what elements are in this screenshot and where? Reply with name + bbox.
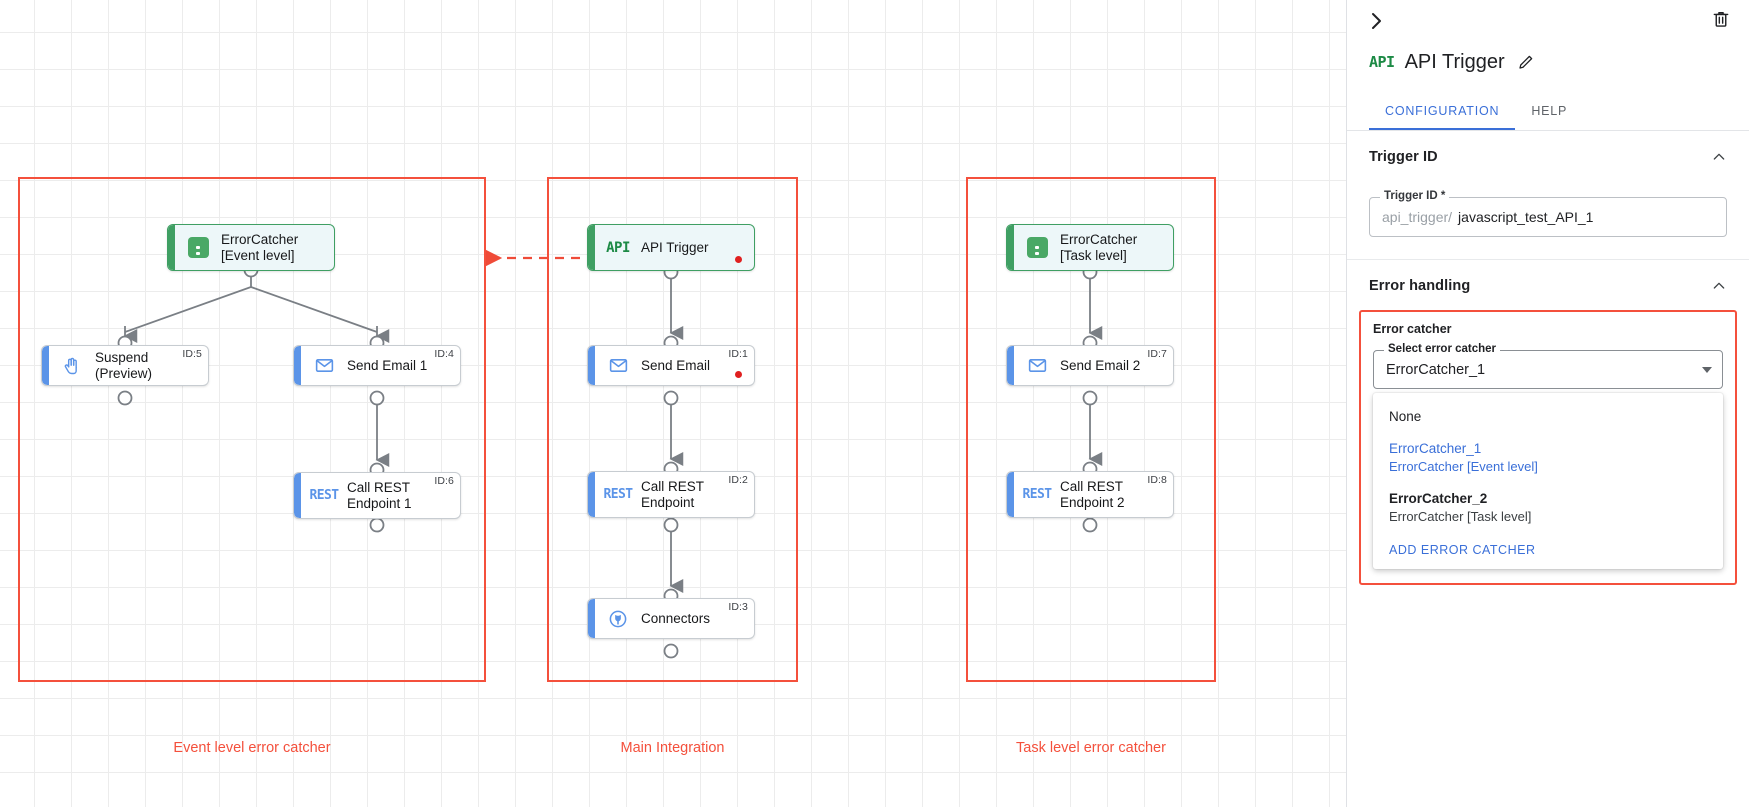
tab-configuration[interactable]: CONFIGURATION [1369,96,1516,130]
node-connectors[interactable]: Connectors ID:3 [587,598,755,639]
dropdown-option-errorcatcher-2[interactable]: ErrorCatcher_2 ErrorCatcher [Task level] [1373,483,1723,533]
node-accent-bar [168,225,175,270]
node-label: ErrorCatcher [Event level] [221,232,299,263]
config-panel: API API Trigger CONFIGURATION HELP Trigg… [1346,0,1749,807]
node-call-rest-endpoint-1[interactable]: REST Call REST Endpoint 1 ID:6 [293,472,461,519]
select-error-catcher-legend: Select error catcher [1384,343,1501,355]
pencil-icon[interactable] [1517,53,1535,71]
node-label: Call REST Endpoint [641,479,705,510]
node-label: Suspend (Preview) [95,350,153,381]
node-call-rest-endpoint[interactable]: REST Call REST Endpoint ID:2 [587,471,755,518]
error-catcher-icon [185,235,211,261]
section-header-error-handling[interactable]: Error handling [1347,260,1749,308]
chevron-right-icon[interactable] [1363,8,1389,34]
envelope-icon [605,353,631,379]
node-api-trigger[interactable]: API API Trigger [587,224,755,271]
api-icon: API [606,239,630,256]
connector-icon [605,606,631,632]
chevron-up-icon[interactable] [1711,278,1727,294]
error-catcher-dropdown[interactable]: None ErrorCatcher_1 ErrorCatcher [Event … [1373,393,1723,569]
trigger-id-input[interactable]: Trigger ID * api_trigger/ javascript_tes… [1369,190,1727,237]
error-catcher-icon [1024,235,1050,261]
node-call-rest-endpoint-2[interactable]: REST Call REST Endpoint 2 ID:8 [1006,471,1174,518]
node-id-badge: ID:3 [728,601,748,613]
node-send-email-1[interactable]: Send Email 1 ID:4 [293,345,461,386]
rest-icon: REST [1022,487,1053,502]
chevron-up-icon[interactable] [1711,149,1727,165]
option-subtitle: ErrorCatcher [Event level] [1389,459,1538,475]
node-label: Connectors [641,610,711,626]
node-label: Send Email [641,357,711,373]
workflow-canvas[interactable]: Event level error catcher Main Integrati… [0,0,1346,807]
node-id-badge: ID:5 [182,348,202,360]
section-title: Trigger ID [1369,149,1438,165]
node-accent-bar [588,472,595,517]
node-accent-bar [294,346,301,385]
node-errorcatcher-task-level[interactable]: ErrorCatcher [Task level] [1006,224,1174,271]
node-label: Send Email 2 [1060,357,1141,373]
dropdown-option-errorcatcher-1[interactable]: ErrorCatcher_1 ErrorCatcher [Event level… [1373,433,1723,483]
group-box-event-level [18,177,486,682]
node-id-badge: ID:4 [434,348,454,360]
tab-help[interactable]: HELP [1531,104,1568,118]
node-send-email[interactable]: Send Email ID:1 [587,345,755,386]
node-label: API Trigger [641,239,709,255]
panel-tabs: CONFIGURATION HELP [1347,96,1749,131]
node-errorcatcher-event-level[interactable]: ErrorCatcher [Event level] [167,224,335,271]
rest-icon: REST [603,487,634,502]
node-id-badge: ID:6 [434,475,454,487]
trigger-id-field-wrap: Trigger ID * api_trigger/ javascript_tes… [1347,179,1749,260]
hand-icon [59,353,85,379]
group-label-event-level: Event level error catcher [173,740,331,756]
group-box-task-level [966,177,1216,682]
option-title: ErrorCatcher_2 [1389,490,1488,506]
chevron-down-icon[interactable] [1702,366,1712,373]
node-id-badge: ID:8 [1147,474,1167,486]
node-label: Call REST Endpoint 2 [1060,479,1125,510]
section-header-trigger-id[interactable]: Trigger ID [1347,131,1749,179]
option-subtitle: ErrorCatcher [Task level] [1389,509,1532,525]
node-label: Send Email 1 [347,357,428,373]
panel-topbar [1347,0,1749,42]
group-box-main-integration [547,177,798,682]
section-title: Error handling [1369,278,1471,294]
node-id-badge: ID:2 [728,474,748,486]
select-error-catcher-value: ErrorCatcher_1 [1386,361,1486,378]
envelope-icon [311,353,337,379]
option-title: None [1389,409,1422,424]
trigger-id-prefix: api_trigger/ [1382,209,1453,225]
dropdown-option-none[interactable]: None [1373,401,1723,433]
trash-icon[interactable] [1711,9,1733,31]
option-title: ErrorCatcher_1 [1389,441,1482,457]
group-label-main-integration: Main Integration [620,740,725,756]
node-accent-bar [588,599,595,638]
api-icon: API [1369,53,1395,71]
node-suspend[interactable]: Suspend (Preview) ID:5 [41,345,209,386]
error-indicator-dot [735,256,742,263]
error-indicator-dot [735,371,742,378]
trigger-id-value: javascript_test_API_1 [1458,209,1594,225]
node-send-email-2[interactable]: Send Email 2 ID:7 [1006,345,1174,386]
node-accent-bar [1007,225,1014,270]
node-accent-bar [294,473,301,518]
node-label: ErrorCatcher [Task level] [1060,232,1138,263]
node-label: Call REST Endpoint 1 [347,480,412,511]
envelope-icon [1024,353,1050,379]
node-accent-bar [1007,346,1014,385]
error-catcher-label: Error catcher [1373,322,1452,336]
node-accent-bar [588,346,595,385]
node-accent-bar [42,346,49,385]
rest-icon: REST [309,488,340,503]
select-error-catcher[interactable]: Select error catcher ErrorCatcher_1 [1373,343,1723,389]
node-accent-bar [588,225,595,270]
trigger-id-legend: Trigger ID * [1380,190,1450,202]
page-title: API Trigger [1404,50,1505,73]
node-id-badge: ID:7 [1147,348,1167,360]
node-accent-bar [1007,472,1014,517]
error-catcher-block: Error catcher Select error catcher Error… [1359,310,1737,585]
panel-title-row: API API Trigger [1347,42,1749,82]
add-error-catcher-button[interactable]: ADD ERROR CATCHER [1389,542,1536,557]
node-id-badge: ID:1 [728,348,748,360]
group-label-task-level: Task level error catcher [1016,740,1166,756]
